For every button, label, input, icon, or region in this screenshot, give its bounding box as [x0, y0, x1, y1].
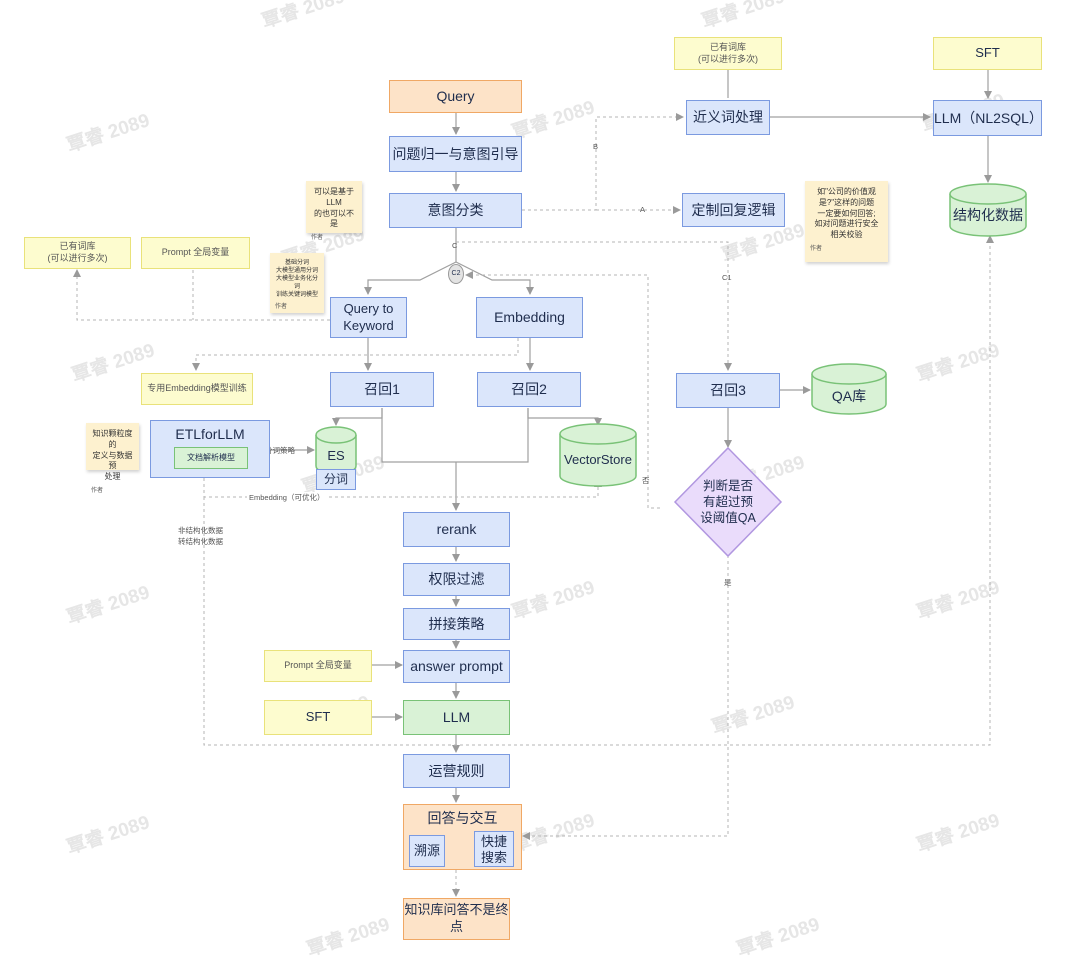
c2-junction: C2 — [448, 264, 464, 284]
edge-label-c1: C1 — [722, 273, 732, 282]
prompt-var-bottom-box: Prompt 全局变量 — [264, 650, 372, 682]
tokenize-sticky-note: 基础分词 大模型通用分词 大模型业务化分词 训练关键词模型 作者 — [270, 253, 324, 313]
es-db[interactable]: ES — [327, 447, 345, 463]
edge-label-tokenize-strategy: 分词策略 — [265, 446, 295, 455]
vector-store-db[interactable]: VectorStore — [564, 451, 632, 467]
structured-data-db[interactable]: 结构化数据 — [953, 206, 1023, 223]
knowledge-note-text: 知识颗粒度的 定义与数据预 处理 — [92, 429, 133, 482]
connector-layer — [73, 63, 1027, 897]
note-author: 作者 — [275, 304, 288, 311]
note-author: 作者 — [91, 487, 104, 494]
permission-filter-node[interactable]: 权限过滤 — [403, 563, 510, 596]
vocab-left-box: 已有词库 (可以进行多次) — [24, 237, 131, 269]
llm-nl2sql-node[interactable]: LLM（NL2SQL） — [933, 100, 1043, 136]
note-author: 作者 — [311, 235, 324, 242]
value-note-text: 如"公司的价值观 是?"这样的问题 一定要如何回答; 如对问题进行安全 相关校验 — [814, 187, 879, 240]
concat-strategy-node[interactable]: 拼接策略 — [403, 608, 510, 640]
rerank-node[interactable]: rerank — [403, 512, 510, 547]
query-node[interactable]: Query — [389, 80, 522, 113]
embedding-node[interactable]: Embedding — [476, 297, 583, 338]
etl-label: ETLforLLM — [175, 426, 245, 442]
note-author: 作者 — [810, 245, 823, 252]
recall-1-node[interactable]: 召回1 — [330, 372, 434, 407]
edge-label-b: B — [593, 142, 599, 151]
recall-3-node[interactable]: 召回3 — [676, 373, 780, 408]
doc-parse-box[interactable]: 文档解析模型 — [174, 447, 248, 469]
answer-interact-node[interactable]: 回答与交互 溯源 快捷 搜索 — [403, 804, 522, 870]
judge-threshold-diamond[interactable]: 判断是否 有超过预 设阈值QA — [700, 478, 756, 526]
answer-interact-label: 回答与交互 — [427, 810, 498, 826]
edge-label-no: 否 — [642, 476, 650, 485]
llm-sticky-note: 可以是基于LLM 的也可以不是 作者 — [306, 181, 362, 241]
qa-db[interactable]: QA库 — [831, 387, 867, 404]
trace-button[interactable]: 溯源 — [409, 835, 445, 867]
tokenize-box[interactable]: 分词 — [316, 469, 356, 490]
llm-node[interactable]: LLM — [403, 700, 510, 735]
edge-label-yes: 是 — [724, 578, 732, 587]
normalize-node[interactable]: 问题归一与意图引导 — [389, 136, 522, 172]
synonym-node[interactable]: 近义词处理 — [686, 100, 770, 135]
edge-label-a: A — [640, 205, 646, 214]
vocab-top-box: 已有词库 (可以进行多次) — [674, 37, 782, 70]
tokenize-note-text: 基础分词 大模型通用分词 大模型业务化分词 训练关键词模型 — [275, 260, 318, 299]
edge-label-embedding-opt: Embedding（可优化） — [247, 492, 327, 503]
knowledge-sticky-note: 知识颗粒度的 定义与数据预 处理 作者 — [86, 423, 139, 494]
custom-reply-node[interactable]: 定制回复逻辑 — [682, 193, 785, 227]
sft-top-box: SFT — [933, 37, 1042, 70]
etl-node[interactable]: ETLforLLM 文档解析模型 — [150, 420, 270, 478]
prompt-var-top-box: Prompt 全局变量 — [141, 237, 250, 269]
intent-classify-node[interactable]: 意图分类 — [389, 193, 522, 228]
embed-train-box: 专用Embedding模型训练 — [141, 373, 253, 405]
edge-label-unstructured: 非结构化数据 转结构化数据 — [178, 526, 223, 546]
final-node[interactable]: 知识库问答不是终 点 — [403, 898, 510, 940]
llm-note-text: 可以是基于LLM 的也可以不是 — [314, 187, 354, 229]
answer-prompt-node[interactable]: answer prompt — [403, 650, 510, 683]
edge-label-c: C — [452, 241, 458, 250]
query-to-keyword-node[interactable]: Query to Keyword — [330, 297, 407, 338]
sft-bottom-box: SFT — [264, 700, 372, 735]
ops-rules-node[interactable]: 运营规则 — [403, 754, 510, 788]
quick-search-button[interactable]: 快捷 搜索 — [474, 831, 514, 867]
value-sticky-note: 如"公司的价值观 是?"这样的问题 一定要如何回答; 如对问题进行安全 相关校验… — [805, 181, 888, 262]
recall-2-node[interactable]: 召回2 — [477, 372, 581, 407]
